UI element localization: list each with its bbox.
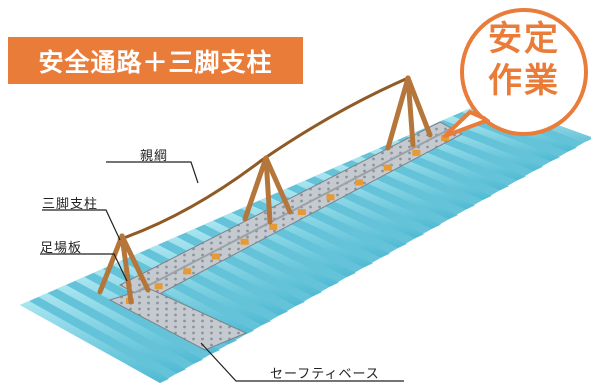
tripod-2	[242, 155, 293, 225]
roof-panel	[20, 104, 585, 383]
roof-rib	[56, 284, 203, 364]
badge-line-1: 安定	[488, 19, 560, 59]
safety-base-foot	[211, 253, 220, 260]
title-banner: 安全通路＋三脚支柱	[8, 37, 303, 84]
safety-base-foot	[326, 194, 335, 201]
roof-rib	[38, 292, 187, 374]
leader-lifeline	[106, 161, 199, 184]
leader-safety-base	[200, 342, 404, 382]
label-lifeline: 親綱	[140, 149, 169, 164]
safety-base-foot	[154, 283, 163, 290]
label-scaffold-board: 足場板	[40, 241, 83, 256]
safety-base-foot	[355, 179, 364, 186]
walkway-seam	[133, 127, 453, 294]
safety-base-foot	[412, 149, 421, 156]
label-tripod: 三脚支柱	[42, 197, 99, 212]
safety-base-foot	[383, 164, 392, 171]
badge-text: 安定 作業	[468, 18, 580, 102]
safety-base-foot	[183, 268, 192, 275]
badge-line-2: 作業	[488, 61, 560, 101]
bubble-fill	[465, 13, 583, 131]
bubble-tail	[443, 110, 490, 138]
tripod-1	[97, 233, 151, 305]
tripod-3	[385, 75, 433, 151]
label-safety-base: セーフティベース	[270, 367, 380, 382]
safety-base-foot	[297, 209, 306, 216]
roof-rib	[20, 301, 169, 383]
leader-tripod	[42, 209, 121, 241]
leader-lines	[40, 161, 404, 382]
safety-base-foot	[269, 223, 278, 230]
leader-scaffold-board	[40, 253, 128, 282]
tripod-posts	[97, 75, 433, 305]
lifeline-rope	[117, 76, 409, 242]
safety-base-foot	[240, 238, 249, 245]
